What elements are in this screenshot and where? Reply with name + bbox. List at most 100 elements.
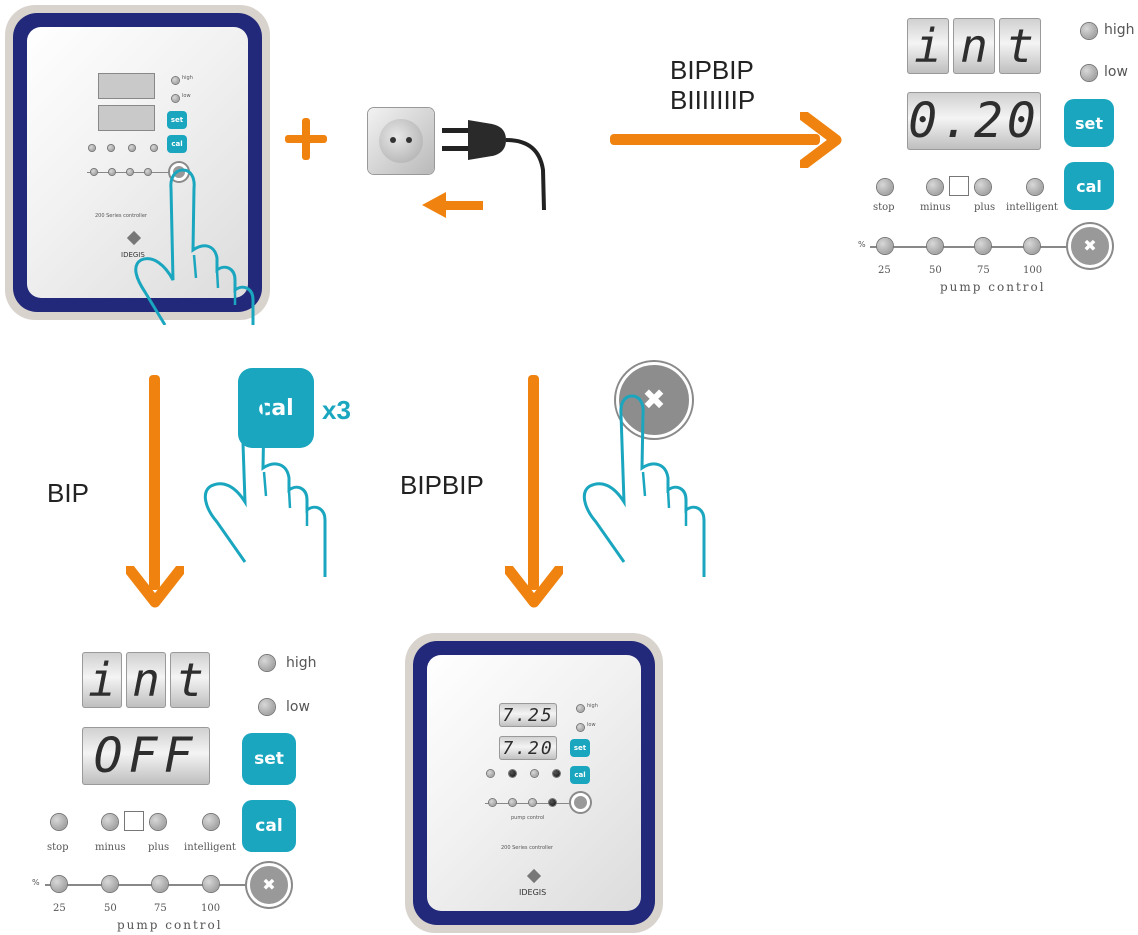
led-low-label: low <box>587 722 596 728</box>
pump-line <box>45 884 250 886</box>
display-value: 0.20 <box>907 92 1041 150</box>
set-button[interactable]: set <box>242 733 296 785</box>
led-low <box>577 724 584 731</box>
cal-button[interactable]: cal <box>570 766 590 784</box>
display-blank-1 <box>98 73 155 99</box>
pump-led-50 <box>927 238 943 254</box>
beep-text-cal: BIP <box>47 478 89 508</box>
percent-label: % <box>858 240 866 249</box>
calendar-icon <box>949 176 969 196</box>
cal-button[interactable]: cal <box>242 800 296 852</box>
display-value: OFF <box>82 727 210 785</box>
plus-led <box>531 770 538 777</box>
calendar-icon <box>124 811 144 831</box>
cal-button[interactable]: cal <box>1064 162 1114 210</box>
led-high-label: high <box>286 655 317 671</box>
controller-device-result: 7.25 7.20 high low set cal pump control … <box>405 633 663 933</box>
minus-led <box>927 179 943 195</box>
plus-led <box>975 179 991 195</box>
display-blank-2 <box>98 105 155 131</box>
hand-press-icon <box>134 168 255 325</box>
pump-led-100 <box>1024 238 1040 254</box>
plug-in-arrow-head <box>422 192 446 218</box>
pump-button-icon[interactable]: ✖ <box>1068 224 1112 268</box>
minus-led <box>108 145 114 151</box>
pump-button-press-icon[interactable]: ✖ <box>616 362 692 438</box>
set-button[interactable]: set <box>1064 99 1114 147</box>
display-digit: i <box>82 652 122 708</box>
minus-led <box>102 814 118 830</box>
led-high <box>259 655 275 671</box>
controller-device-start: high low set cal 200 Series controller I… <box>5 5 270 320</box>
led-low <box>259 699 275 715</box>
pump-led-50 <box>109 169 115 175</box>
led-high-label: high <box>182 75 193 81</box>
led-high <box>172 77 179 84</box>
power-socket-icon <box>368 108 434 174</box>
stop-label: stop <box>873 202 895 213</box>
beep-text-plug-1: BIPBIP <box>670 55 754 85</box>
arrow-right-head <box>800 112 842 168</box>
arrow-down-right <box>528 375 539 590</box>
display-digit: n <box>953 18 995 74</box>
power-plug-icon <box>442 120 546 211</box>
pump-button-icon[interactable]: ✖ <box>247 863 291 907</box>
display-digit: t <box>170 652 210 708</box>
pump-control-label: pump control <box>940 280 1046 294</box>
pump-led-75 <box>975 238 991 254</box>
press-count: x3 <box>322 395 351 425</box>
stop-label: stop <box>47 842 69 853</box>
led-low-label: low <box>286 699 310 715</box>
led-low-label: low <box>182 93 191 99</box>
pump-line <box>870 246 1070 248</box>
pump-level-label: 100 <box>201 903 221 914</box>
display-value-2: 7.20 <box>499 736 557 760</box>
plus-label: plus <box>974 202 996 213</box>
set-button[interactable]: set <box>570 739 590 757</box>
plus-led <box>129 145 135 151</box>
minus-label: minus <box>95 842 126 853</box>
hand-press-cal-icon <box>203 394 327 577</box>
minus-led <box>509 770 516 777</box>
series-label: 200 Series controller <box>95 213 147 219</box>
intelligent-label: intelligent <box>184 842 236 853</box>
cal-button[interactable]: cal <box>167 135 187 153</box>
pump-led-100 <box>145 169 151 175</box>
pump-led-100 <box>549 799 556 806</box>
pump-level-label: 50 <box>929 265 942 276</box>
intelligent-led <box>553 770 560 777</box>
series-label: 200 Series controller <box>501 845 553 851</box>
led-low-label: low <box>1104 64 1128 80</box>
device-face <box>27 27 248 298</box>
plus-sign-vertical <box>302 118 310 160</box>
stop-led <box>89 145 95 151</box>
arrow-right <box>610 134 820 145</box>
pump-button-icon[interactable] <box>571 793 590 812</box>
pump-led-100 <box>203 876 219 892</box>
intelligent-led <box>203 814 219 830</box>
pump-control-label: pump control <box>511 815 545 821</box>
beep-text-pump: BIPBIP <box>400 470 484 500</box>
set-button[interactable]: set <box>167 111 187 129</box>
display-digit: t <box>999 18 1041 74</box>
pump-led-75 <box>529 799 536 806</box>
pump-level-label: 75 <box>977 265 990 276</box>
display-digit: n <box>126 652 166 708</box>
minus-label: minus <box>920 202 951 213</box>
pump-led-25 <box>91 169 97 175</box>
plug-in-arrow <box>445 201 483 210</box>
percent-label: % <box>32 878 40 887</box>
led-high <box>1081 23 1097 39</box>
pump-led-25 <box>877 238 893 254</box>
pump-led-50 <box>509 799 516 806</box>
pump-led-50 <box>102 876 118 892</box>
led-low <box>1081 65 1097 81</box>
stop-led <box>877 179 893 195</box>
plus-label: plus <box>148 842 170 853</box>
device-face <box>427 655 641 911</box>
pump-level-label: 25 <box>53 903 66 914</box>
cal-button-press[interactable]: cal <box>238 368 314 448</box>
pump-level-label: 100 <box>1023 265 1043 276</box>
display-value-1: 7.25 <box>499 703 557 727</box>
led-high-label: high <box>1104 22 1135 38</box>
